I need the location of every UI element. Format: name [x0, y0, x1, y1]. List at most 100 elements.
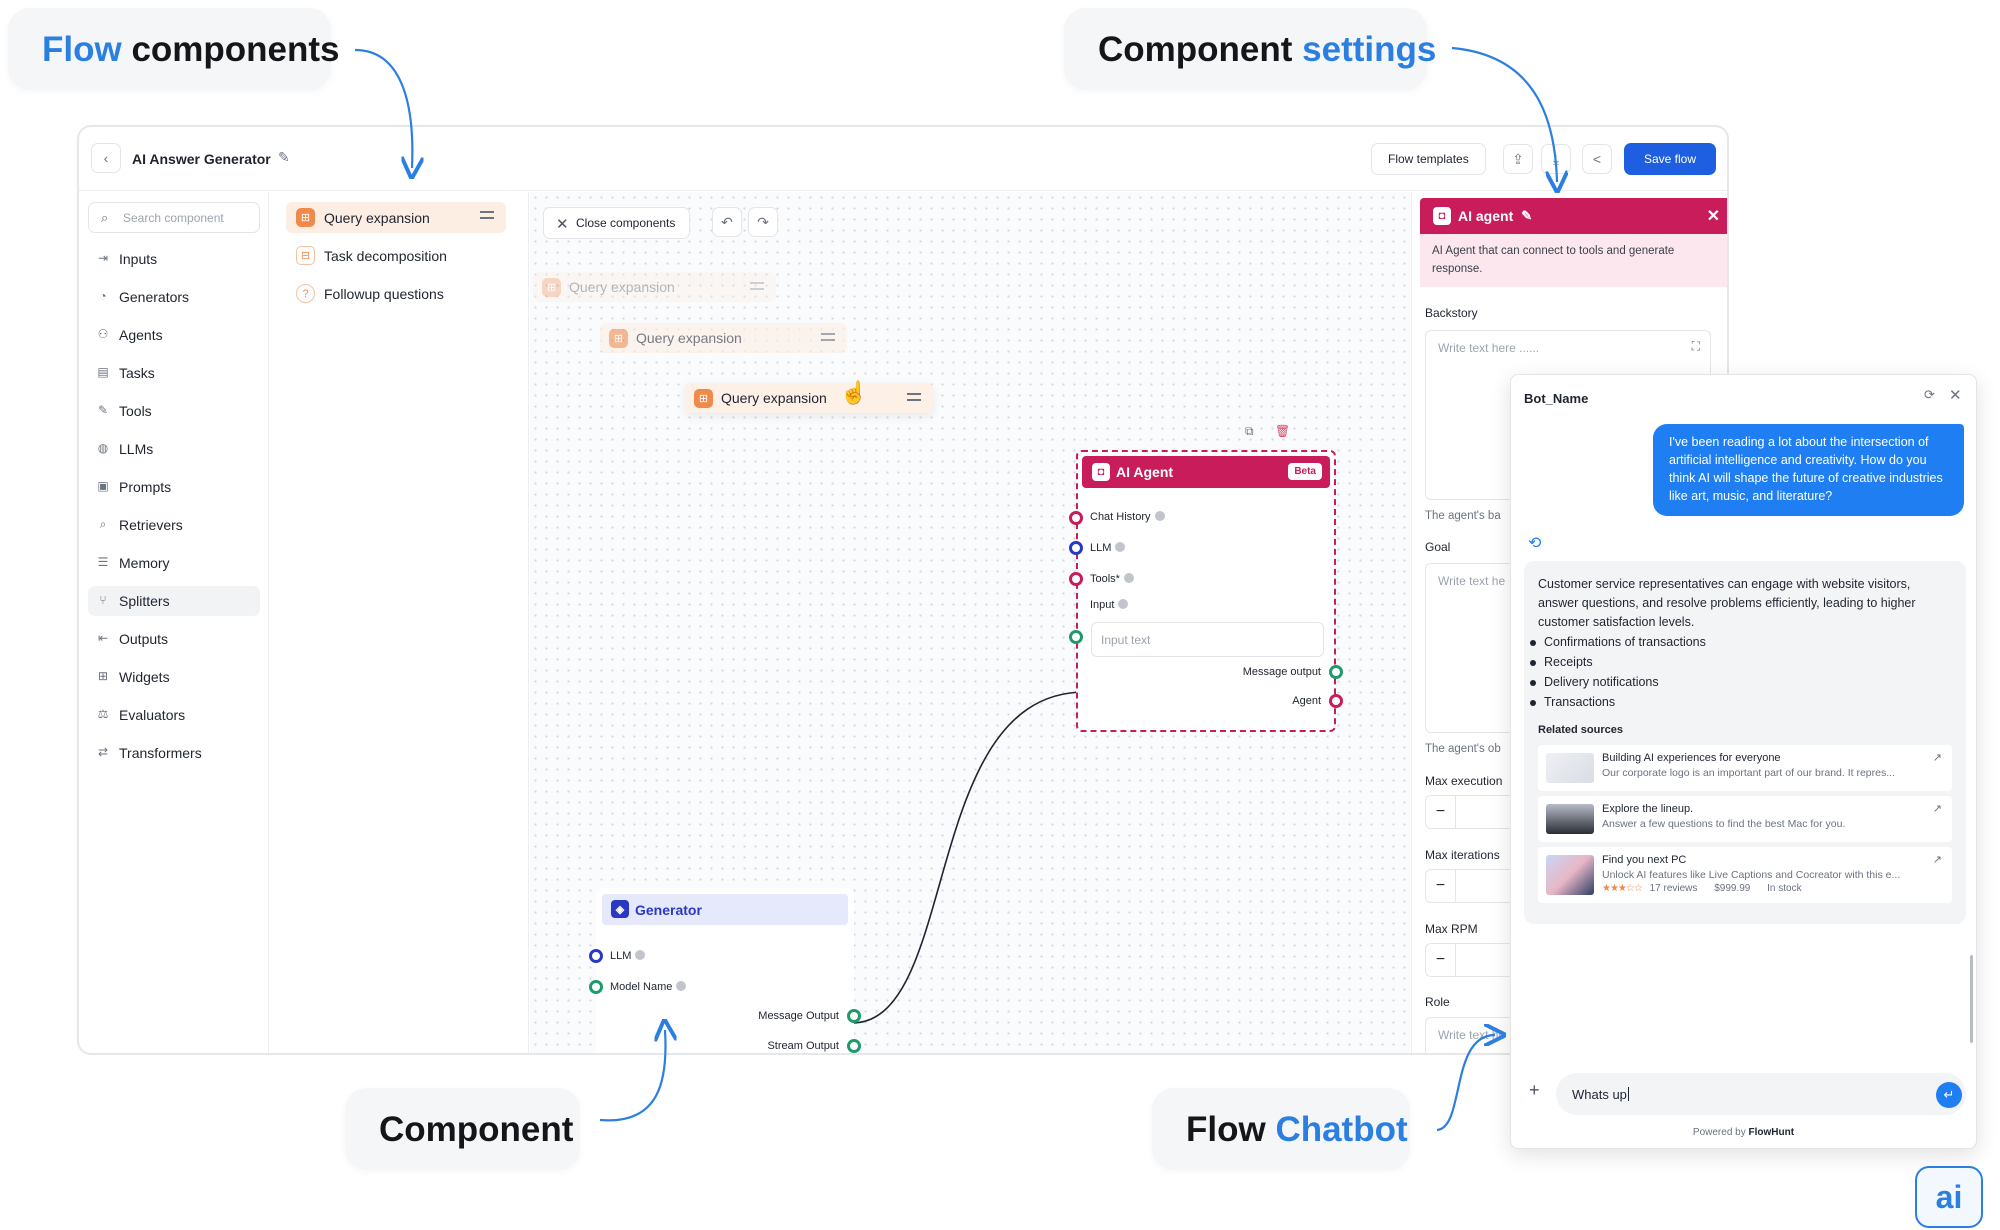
chat-input-value: Whats up [1572, 1086, 1627, 1102]
port-input[interactable] [1069, 630, 1083, 644]
component-item-query-expansion[interactable]: ⊞ Query expansion [286, 202, 506, 233]
sidebar-item-tools[interactable]: ✎Tools [88, 396, 260, 426]
chat-scrollbar[interactable] [1970, 955, 1973, 1043]
redo-button[interactable]: ↷ [748, 207, 778, 237]
port-message-output[interactable] [1329, 665, 1343, 679]
sidebar-item-retrievers[interactable]: ⌕Retrievers [88, 510, 260, 540]
text-caret [1627, 1087, 1629, 1101]
source-card[interactable]: Find you next PC Unlock AI features like… [1538, 847, 1952, 903]
minus-icon[interactable]: − [1426, 796, 1456, 828]
sidebar-item-tasks[interactable]: ▤Tasks [88, 358, 260, 388]
connection-edge[interactable] [851, 691, 1086, 1024]
sidebar-item-agents[interactable]: ⚇Agents [88, 320, 260, 350]
share-button[interactable]: < [1582, 144, 1612, 174]
pencil-icon[interactable]: ✎ [278, 149, 290, 165]
port-model-name[interactable] [589, 980, 603, 994]
trash-icon[interactable]: 🗑 [1275, 424, 1291, 438]
plus-icon[interactable]: + [1529, 1080, 1540, 1100]
minus-icon[interactable]: − [1426, 870, 1456, 902]
sidebar-item-label: Generators [119, 289, 190, 305]
grab-cursor-icon: ☝ [840, 380, 868, 405]
port-message-output[interactable] [847, 1009, 861, 1023]
external-link-icon[interactable]: ↗ [1932, 803, 1942, 815]
component-item-task-decomposition[interactable]: ⊟ Task decomposition [286, 240, 506, 271]
grid-icon: ⊞ [97, 669, 109, 683]
close-icon[interactable]: ✕ [1706, 208, 1720, 225]
ghost-label: Query expansion [569, 279, 675, 295]
source-title: Building AI experiences for everyone [1602, 752, 1781, 764]
query-expansion-icon: ⊞ [609, 329, 628, 348]
input-label: Input [1090, 599, 1129, 611]
sidebar-item-generators[interactable]: ◔Generators [88, 282, 260, 312]
drag-handle-icon[interactable] [907, 393, 921, 401]
close-icon[interactable]: ✕ [1949, 387, 1962, 404]
port-tools[interactable] [1069, 572, 1083, 586]
undo-button[interactable]: ↶ [712, 207, 742, 237]
flowhunt-logo-icon: ai [1915, 1166, 1983, 1228]
source-card[interactable]: Building AI experiences for everyone Our… [1538, 745, 1952, 791]
brain-icon: ◍ [97, 441, 109, 455]
goal-label: Goal [1425, 540, 1451, 554]
port-stream-output[interactable] [847, 1039, 861, 1053]
search-icon: ⌕ [101, 210, 109, 225]
external-link-icon[interactable]: ↗ [1932, 752, 1942, 764]
upload-button[interactable]: ⇪ [1503, 144, 1533, 174]
sidebar-item-memory[interactable]: ☰Memory [88, 548, 260, 578]
port-label: Message output [1242, 666, 1321, 678]
pencil-icon[interactable]: ✎ [1521, 208, 1533, 223]
minus-icon[interactable]: − [1426, 944, 1456, 976]
info-icon [676, 981, 687, 991]
list-item: Delivery notifications [1530, 675, 1659, 689]
send-button[interactable]: ↵ [1936, 1082, 1962, 1108]
close-components-button[interactable]: ✕ Close components [543, 207, 691, 239]
close-icon: ✕ [556, 216, 569, 233]
port-label: LLM [1090, 542, 1126, 554]
dragged-node-query-expansion[interactable]: ⊞ Query expansion [685, 383, 933, 413]
sidebar-item-prompts[interactable]: ▣Prompts [88, 472, 260, 502]
port-llm[interactable] [589, 949, 603, 963]
bot-message-bubble: Customer service representatives can eng… [1524, 561, 1966, 924]
sidebar-item-label: Retrievers [119, 517, 183, 533]
port-llm[interactable] [1069, 541, 1083, 555]
generator-node[interactable]: ◈ Generator LLM Model Name Message Outpu… [589, 888, 861, 1053]
component-item-label: Query expansion [324, 209, 430, 226]
expand-icon[interactable]: ⛶ [1691, 339, 1700, 353]
flow-canvas[interactable]: ✕ Close components ↶ ↷ ⊞ Query expansion… [530, 192, 1410, 1053]
source-thumbnail [1546, 855, 1594, 895]
upload-icon: ⇪ [1512, 150, 1524, 167]
port-agent[interactable] [1329, 694, 1343, 708]
component-item-followup-questions[interactable]: ? Followup questions [286, 278, 506, 309]
source-card[interactable]: Explore the lineup. Answer a few questio… [1538, 796, 1952, 842]
agent-input-field[interactable]: Input text [1091, 622, 1324, 657]
ai-agent-node-header[interactable]: ◘ AI Agent Beta [1082, 456, 1330, 488]
download-button[interactable]: ⤓ [1541, 144, 1571, 174]
source-title: Find you next PC [1602, 854, 1687, 866]
sidebar-item-transformers[interactable]: ⇄Transformers [88, 738, 260, 768]
back-button[interactable]: ‹ [91, 143, 121, 173]
sidebar-item-inputs[interactable]: ⇥Inputs [88, 244, 260, 274]
external-link-icon[interactable]: ↗ [1932, 854, 1942, 866]
chat-message-input[interactable]: Whats up [1556, 1073, 1966, 1115]
download-icon: ⤓ [1552, 150, 1560, 167]
search-component-input[interactable]: ⌕ Search component [88, 202, 260, 233]
drag-handle-icon[interactable] [480, 211, 494, 219]
sidebar-item-splitters[interactable]: ⑂Splitters [88, 586, 260, 616]
flow-templates-button[interactable]: Flow templates [1371, 143, 1486, 175]
sidebar-item-evaluators[interactable]: ⚖Evaluators [88, 700, 260, 730]
sidebar-item-label: Splitters [119, 593, 170, 609]
backstory-label: Backstory [1425, 306, 1478, 320]
sidebar-item-llms[interactable]: ◍ LLMs [88, 434, 260, 464]
sidebar-item-label: Tasks [119, 365, 155, 381]
refresh-icon[interactable]: ⟳ [1924, 387, 1935, 402]
bot-name: Bot_Name [1524, 391, 1589, 406]
sidebar-item-widgets[interactable]: ⊞Widgets [88, 662, 260, 692]
ai-agent-node[interactable]: ◘ AI Agent Beta Chat History LLM Tools* … [1069, 450, 1343, 732]
generator-node-header[interactable]: ◈ Generator [602, 894, 848, 925]
max-iterations-label: Max iterations [1425, 848, 1500, 862]
save-flow-button[interactable]: Save flow [1624, 143, 1716, 175]
sidebar-item-outputs[interactable]: ⇤Outputs [88, 624, 260, 654]
port-chat-history[interactable] [1069, 511, 1083, 525]
callout-component-settings: Component settings [1064, 8, 1436, 90]
copy-icon[interactable]: ⧉ [1245, 424, 1254, 438]
sidebar-item-label: LLMs [119, 441, 154, 457]
